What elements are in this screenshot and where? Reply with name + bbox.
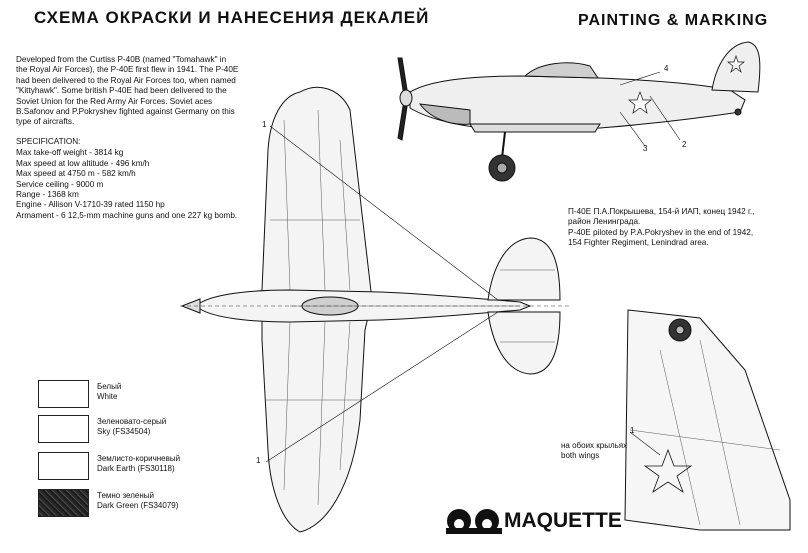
spec-line: Armament - 6 12,5-mm machine guns and on… — [16, 210, 238, 220]
callout-4: 4 — [664, 64, 669, 73]
spec-line: Max speed at 4750 m - 582 km/h — [16, 169, 136, 179]
underwing-star — [643, 448, 693, 494]
legend-label-ru: Темно зеленый — [97, 491, 154, 500]
spec-line: Engine - Allison V-1710-39 rated 1150 hp — [16, 200, 165, 210]
caption-en-line: 154 Fighter Regiment, Lenindrad area. — [568, 238, 709, 248]
title-english: PAINTING & MARKING — [578, 12, 769, 29]
wings-note-number: 1 — [630, 426, 635, 435]
side-view-aircraft — [409, 41, 761, 133]
legend-item-white: Белый White — [38, 380, 278, 416]
callout-1-bottom: 1 — [256, 456, 261, 465]
legend-swatch — [38, 415, 89, 443]
wings-note-ru: на обоих крыльях — [561, 441, 628, 450]
spec-line: Max speed at low altitude - 496 km/h — [16, 158, 150, 168]
side-view-landing-gear — [488, 108, 742, 182]
legend-item-sky: Зеленовато-серый Sky (FS34504) — [38, 415, 278, 451]
legend-label-en: Dark Earth (FS30118) — [97, 464, 175, 473]
spec-line: Max take-off weight - 3814 kg — [16, 148, 124, 158]
spec-line: Range - 1368 km — [16, 190, 79, 200]
side-view-star-markings — [628, 54, 745, 114]
intro-line: type of aircrafts. — [16, 117, 75, 127]
legend-label-ru: Зеленовато-серый — [97, 417, 167, 426]
legend-swatch — [38, 489, 89, 517]
caption-ru-line: район Ленинграда. — [568, 217, 641, 227]
wings-note: на обоих крыльях both wings — [561, 441, 627, 461]
legend-label-en: Dark Green (FS34079) — [97, 501, 179, 510]
callout-2: 2 — [682, 140, 687, 149]
logo-mark-icon — [446, 509, 502, 534]
plan-view-tail-lower — [487, 311, 561, 375]
intro-line: the Royal Air Forces), the P-40E first f… — [16, 65, 239, 75]
aircraft-caption: П-40Е П.А.Покрышева, 154-й ИАП, конец 19… — [568, 207, 803, 249]
brand-name: MAQUETTE — [504, 509, 622, 532]
wings-note-en: both wings — [561, 451, 600, 460]
underwing-panel-lines — [629, 339, 781, 526]
callout-lines — [265, 71, 681, 463]
intro-line: Developed from the Curtiss P-40B (named … — [16, 55, 227, 64]
legend-label-en: Sky (FS34504) — [97, 427, 151, 436]
side-view-wing — [469, 123, 601, 133]
callout-3: 3 — [643, 144, 648, 153]
intro-line: had been delivered to the Royal Air Forc… — [16, 75, 236, 85]
legend-label-ru: Белый — [97, 382, 122, 391]
intro-line: Soviet Union for the Red Army Air Forces… — [16, 96, 213, 106]
plan-view-tail-upper — [487, 237, 561, 301]
legend-item-dark-green: Темно зеленый Dark Green (FS34079) — [38, 489, 278, 525]
specification-block: SPECIFICATION: Max take-off weight - 381… — [16, 137, 276, 221]
intro-line: B.Safonov and P.Pokryshev fighted agains… — [16, 107, 235, 117]
caption-en-line: P-40E piloted by P.A.Pokryshev in the en… — [568, 227, 754, 237]
legend-item-dark-earth: Землисто-коричневый Dark Earth (FS30118) — [38, 452, 278, 488]
side-view-canopy — [523, 62, 599, 79]
legend-swatch — [38, 380, 89, 408]
title-russian: СХЕМА ОКРАСКИ И НАНЕСЕНИЯ ДЕКАЛЕЙ — [34, 8, 430, 27]
underwing-partial-view — [624, 309, 791, 531]
legend-swatch — [38, 452, 89, 480]
spec-line: Service ceiling - 9000 m — [16, 179, 104, 189]
underwing-callout-line — [629, 431, 661, 456]
legend-label-ru: Землисто-коричневый — [97, 454, 181, 463]
intro-line: "Kittyhawk". Some british P-40E had been… — [16, 86, 227, 96]
side-view-propeller — [397, 57, 413, 141]
callout-1-top: 1 — [262, 120, 267, 129]
legend-label-en: White — [97, 392, 118, 401]
intro-text: Developed from the Curtiss P-40B (named … — [16, 55, 266, 128]
caption-ru-line: П-40Е П.А.Покрышева, 154-й ИАП, конец 19… — [568, 207, 755, 216]
specification-heading: SPECIFICATION: — [16, 137, 81, 146]
